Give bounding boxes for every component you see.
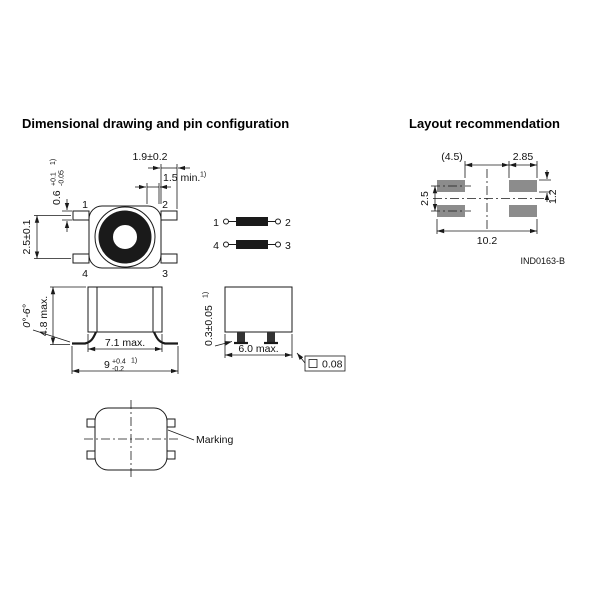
- dim-pad-pitch: 2.5: [419, 185, 471, 212]
- bottom-view: Marking: [84, 400, 234, 478]
- dim-lead-thickness-footnote: 1): [203, 292, 210, 298]
- dim-overall-width-plus: +0.4: [112, 359, 126, 366]
- dim-lead-width-footnote: 1): [50, 159, 57, 165]
- dim-pad-height: 1.2: [539, 170, 559, 204]
- bottom-pin-stub: [86, 418, 96, 428]
- front-body-outline: [87, 286, 163, 333]
- dim-terminal-gap-text: 1.5 min.: [163, 172, 200, 184]
- schematic-pin-3-node: [275, 241, 281, 248]
- dim-body-width: 7.1 max.: [87, 334, 163, 352]
- top-view: 1 2 4 3 1.9±0.2 1.5 min. 1) 0.6: [21, 151, 206, 280]
- pin-1-label: 1: [82, 199, 88, 211]
- flatness-callout: 0.08: [296, 352, 346, 372]
- dim-lead-angle-text: 0°-6°: [21, 304, 33, 328]
- schematic-pin-1-node: [223, 218, 229, 225]
- pin-3-label: 3: [162, 268, 168, 280]
- schematic-pin-4-label: 4: [213, 240, 219, 252]
- flatness-symbol-icon: [308, 359, 318, 368]
- dim-depth: 6.0 max.: [224, 334, 293, 358]
- dim-overall-width-footnote: 1): [131, 358, 137, 365]
- side-view: 0.3±0.05 1) 6.0 max. 0.08: [203, 286, 346, 372]
- dim-body-width-text: 7.1 max.: [105, 337, 145, 349]
- pin-1-terminal: [72, 210, 90, 221]
- pin-configuration: 1 2 4 3: [213, 217, 291, 252]
- dim-lead-width: 0.6 +0.1 -0.05 1): [50, 159, 72, 232]
- dim-terminal-gap-footnote: 1): [200, 172, 206, 179]
- bottom-pin-stub: [166, 418, 176, 428]
- land-pad-top-right: [509, 180, 537, 192]
- component-body-outline: [88, 205, 162, 269]
- side-lead-left: [237, 332, 245, 342]
- schematic-pin-1-label: 1: [213, 217, 219, 229]
- dim-pad-height-text: 1.2: [547, 189, 559, 204]
- dim-overall-width-minus: -0.2: [112, 366, 124, 373]
- marking-label: Marking: [196, 434, 234, 446]
- dim-overall-text: 10.2: [477, 235, 498, 247]
- layout-recommendation: (4.5) 2.85 2.5 1.2 10.2 IND0163-B: [419, 151, 565, 266]
- dim-lead-thickness: 0.3±0.05 1): [203, 292, 233, 347]
- dim-terminal-width-text: 1.9±0.2: [133, 151, 168, 163]
- dim-terminal-gap: 1.5 min. 1): [135, 172, 206, 204]
- dim-pad-gap-text: (4.5): [441, 151, 463, 163]
- dim-pad-gap: (4.5) 2.85: [441, 151, 538, 178]
- dim-depth-text: 6.0 max.: [238, 343, 278, 355]
- dim-lead-width-base: 0.6: [51, 190, 63, 205]
- dim-height-text: 4.8 max.: [38, 296, 50, 336]
- pin-3-terminal: [160, 253, 178, 264]
- side-lead-right: [267, 332, 275, 342]
- dim-height: 4.8 max.: [38, 286, 86, 345]
- pin-2-label: 2: [162, 199, 168, 211]
- flatness-frame: [304, 355, 346, 372]
- bottom-pin-stub: [166, 450, 176, 460]
- schematic-pin-2-node: [275, 218, 281, 225]
- dim-overall: 10.2: [436, 219, 538, 247]
- drawing-code: IND0163-B: [520, 256, 565, 266]
- winding-1-2: [236, 217, 268, 226]
- schematic-pin-2-label: 2: [285, 217, 291, 229]
- dim-pad-pitch-text: 2.5: [419, 191, 431, 206]
- flatness-value: 0.08: [322, 359, 343, 371]
- pin-4-label: 4: [82, 268, 88, 280]
- toroid-center-hole: [112, 224, 138, 250]
- winding-4-3: [236, 240, 268, 249]
- section-title-layout: Layout recommendation: [409, 116, 560, 131]
- side-body-outline: [224, 286, 293, 333]
- pin-2-terminal: [160, 210, 178, 221]
- dim-lead-width-plus: +0.1: [51, 172, 58, 186]
- dim-pitch: 2.5±0.1: [21, 215, 71, 259]
- pin-4-terminal: [72, 253, 90, 264]
- schematic-pin-4-node: [223, 241, 229, 248]
- dim-terminal-width: 1.9±0.2: [133, 151, 190, 209]
- dim-overall-width-base: 9: [104, 359, 110, 371]
- core-pocket-outline: [94, 206, 156, 268]
- dim-lead-thickness-text: 0.3±0.05: [203, 305, 215, 346]
- section-title-dimensional: Dimensional drawing and pin configuratio…: [22, 116, 289, 131]
- dim-lead-angle: 0°-6°: [21, 304, 71, 343]
- schematic-pin-3-label: 3: [285, 240, 291, 252]
- dim-overall-width: 9 +0.4 -0.2 1): [71, 346, 179, 374]
- front-right-lead: [152, 331, 178, 345]
- dim-pitch-text: 2.5±0.1: [21, 219, 33, 254]
- dim-lead-width-minus: -0.05: [59, 170, 66, 186]
- bottom-pin-stub: [86, 450, 96, 460]
- front-view: 4.8 max. 0°-6° 7.1 max. 9 +0.4 -0.2 1): [21, 286, 179, 374]
- dim-pad-width-text: 2.85: [513, 151, 534, 163]
- land-pad-bottom-right: [509, 205, 537, 217]
- front-left-lead: [72, 331, 98, 345]
